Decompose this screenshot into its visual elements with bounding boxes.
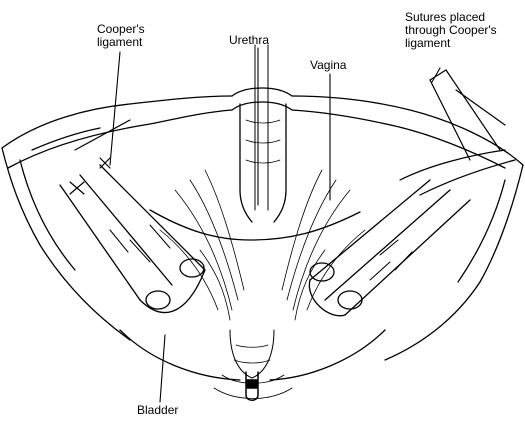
pelvic-bone-left [2,96,232,340]
pubic-symphysis [232,88,292,110]
suture-column-left [60,165,205,312]
sutures-label-line3: ligament [405,37,497,50]
coopers-ligament-label-line2: ligament [97,36,145,49]
bladder-label: Bladder [137,404,178,417]
sutures-left [70,120,130,194]
bladder [120,210,385,399]
sutures-label: Sutures placed through Cooper's ligament [405,11,497,50]
vagina-label: Vagina [310,59,346,72]
bladder-leader [160,335,165,402]
coopers-ligament-label: Cooper's ligament [97,23,145,49]
suture-column-right [309,180,470,316]
urethra-label: Urethra [229,34,269,47]
urethra [240,45,286,222]
coopers-leader [110,52,120,165]
